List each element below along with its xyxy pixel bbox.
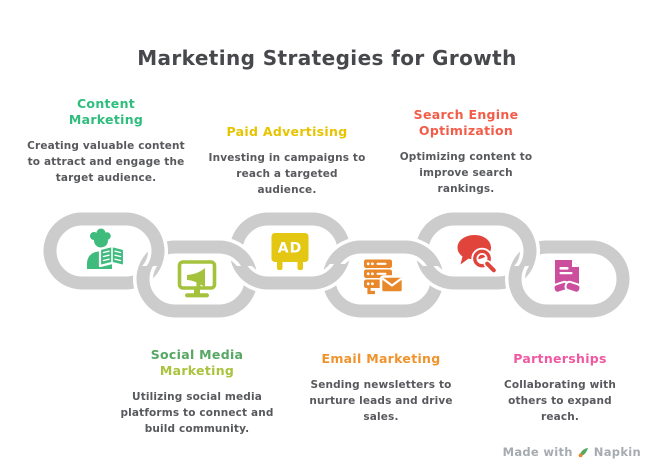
- napkin-credit[interactable]: Made with Napkin: [503, 445, 641, 459]
- credit-brand: Napkin: [593, 445, 641, 459]
- strategy-name: Partnerships: [513, 351, 607, 366]
- monitor-megaphone-icon: [177, 260, 217, 298]
- strategy-name: Paid Advertising: [226, 124, 348, 139]
- strategy-name: Social Media: [150, 347, 244, 362]
- page-title: Marketing Strategies for Growth: [137, 46, 517, 70]
- strategy-description: Creating valuable content to attract and…: [27, 140, 185, 184]
- napkin-logo-icon: [578, 447, 588, 457]
- strategy-name: Optimization: [418, 123, 514, 138]
- ad-billboard-icon: AD: [271, 233, 309, 270]
- person-reading-book-icon: [87, 228, 126, 269]
- strategy-block-partnerships: Partnerships Collaborating with others t…: [470, 351, 650, 425]
- document-handshake-icon: [552, 260, 582, 294]
- strategy-description: Investing in campaigns to reach a target…: [208, 152, 366, 196]
- strategy-name: Content: [76, 96, 136, 111]
- strategy-name: Marketing: [68, 112, 144, 127]
- strategy-block-seo: Search Engine Optimization Optimizing co…: [376, 107, 556, 197]
- credit-text: Made with: [502, 445, 573, 459]
- ad-sign-text: AD: [278, 241, 302, 257]
- strategy-block-paid-advertising: Paid Advertising Investing in campaigns …: [197, 124, 377, 198]
- strategy-name: Marketing: [159, 363, 235, 378]
- strategy-name: Email Marketing: [321, 351, 441, 366]
- strategy-name: Search Engine: [413, 107, 519, 122]
- strategy-description: Sending newsletters to nurture leads and…: [309, 379, 453, 423]
- strategy-description: Utilizing social media platforms to conn…: [120, 391, 274, 435]
- email-server-icon: [364, 259, 405, 295]
- strategy-block-content-marketing: Content Marketing Creating valuable cont…: [16, 96, 196, 186]
- seo-search-bubble-icon: [457, 235, 498, 274]
- strategy-description: Optimizing content to improve search ran…: [399, 151, 533, 195]
- strategy-block-email-marketing: Email Marketing Sending newsletters to n…: [291, 351, 471, 425]
- strategy-description: Collaborating with others to expand reac…: [504, 379, 616, 423]
- strategy-block-social-media: Social Media Marketing Utilizing social …: [107, 347, 287, 437]
